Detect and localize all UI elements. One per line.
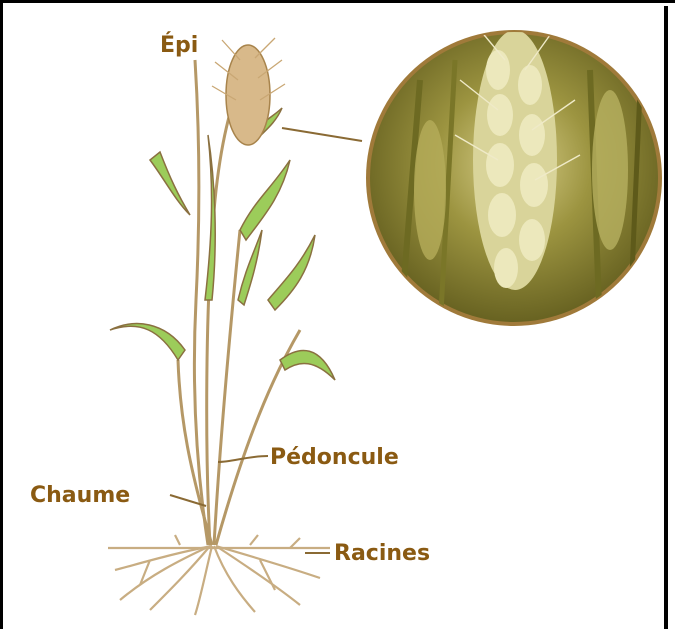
label-leaders <box>170 456 330 553</box>
ear-to-lens-leader <box>282 128 362 141</box>
magnified-ear-lens <box>366 30 662 330</box>
label-pedoncule: Pédoncule <box>270 445 399 470</box>
label-chaume: Chaume <box>30 483 130 508</box>
label-racines: Racines <box>334 541 430 566</box>
label-epi: Épi <box>160 32 198 58</box>
plant-ear <box>212 38 285 145</box>
roots <box>108 535 330 615</box>
